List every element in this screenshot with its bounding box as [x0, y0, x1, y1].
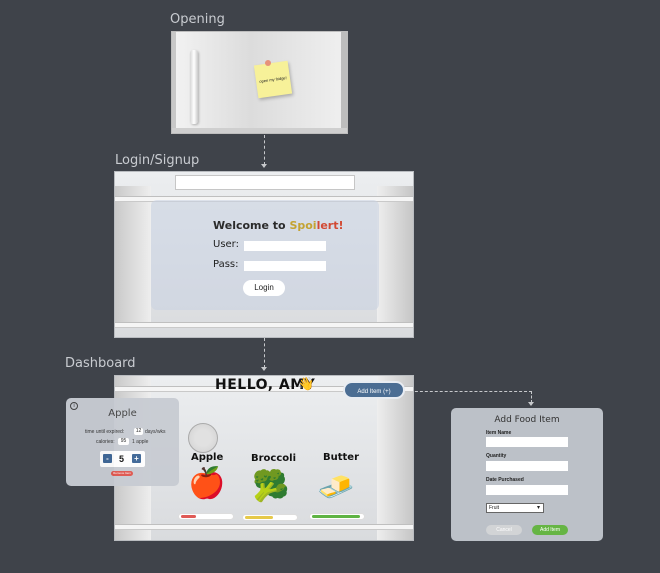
broccoli-icon[interactable]: 🥦	[252, 470, 290, 503]
pass-label: Pass:	[213, 259, 239, 270]
apple-icon[interactable]: 🍎	[188, 467, 226, 500]
fridge-shelf	[115, 386, 413, 392]
quantity-label: Quantity	[486, 453, 507, 459]
freshness-fill	[312, 515, 360, 518]
date-purchased-input[interactable]	[486, 485, 568, 495]
frame-label-login: Login/Signup	[115, 153, 200, 168]
fridge-handle[interactable]	[190, 50, 198, 124]
freshness-bar-apple	[178, 513, 234, 520]
food-name-broccoli: Broccoli	[251, 453, 297, 464]
frame-label-opening: Opening	[170, 12, 225, 27]
info-icon[interactable]: i	[70, 402, 78, 410]
freshness-bar-broccoli	[242, 514, 298, 521]
fridge-wall-right	[377, 376, 413, 540]
fridge-top-light	[175, 175, 355, 190]
user-label: User:	[213, 239, 239, 250]
arrow-down-icon	[261, 367, 267, 371]
login-panel: Welcome to Spoilert! User: Pass: Login	[151, 200, 379, 310]
add-item-button[interactable]: Add Item (+)	[343, 381, 405, 399]
expire-unit: days/wks	[145, 429, 166, 435]
arrow-down-icon	[261, 164, 267, 168]
decrement-button[interactable]: -	[103, 454, 112, 463]
add-food-title: Add Food Item	[494, 415, 560, 425]
quantity-value: 5	[119, 454, 125, 464]
door-edge	[172, 32, 176, 133]
arrow-down-icon	[528, 402, 534, 406]
fridge-shelf	[115, 524, 413, 530]
sticky-note[interactable]: open my fridge!	[253, 60, 293, 99]
flow-connector-add-item-down	[531, 391, 532, 403]
category-selected-value: Fruit	[489, 505, 499, 511]
add-item-submit-button[interactable]: Add Item	[532, 525, 568, 535]
welcome-title: Welcome to Spoilert!	[213, 219, 344, 232]
freshness-fill	[245, 516, 273, 519]
sticky-note-text: open my fridge!	[258, 75, 287, 84]
login-fridge-interior: Welcome to Spoilert! User: Pass: Login	[114, 171, 414, 338]
fridge-shelf	[115, 322, 413, 328]
password-input[interactable]	[244, 261, 326, 271]
door-edge	[341, 32, 347, 133]
username-input[interactable]	[244, 241, 326, 251]
date-purchased-label: Date Purchased	[486, 477, 524, 483]
cancel-button[interactable]: Cancel	[486, 525, 522, 535]
flow-connector-login-dashboard	[264, 338, 265, 368]
expire-label: time until expired:	[85, 429, 125, 435]
wave-icon: 👋	[298, 376, 315, 391]
remove-item-button[interactable]: Remove Item	[111, 471, 133, 476]
category-select[interactable]: Fruit ▾	[486, 503, 544, 513]
item-name-label: Item Name	[486, 430, 512, 436]
login-button[interactable]: Login	[243, 280, 285, 296]
door-bottom	[172, 128, 347, 133]
freshness-fill	[181, 515, 196, 518]
fridge-wall-right	[377, 186, 413, 326]
frame-label-dashboard: Dashboard	[65, 356, 136, 371]
fridge-wall-left	[115, 186, 151, 326]
apple-card-title: Apple	[108, 408, 137, 419]
fridge-door[interactable]: open my fridge!	[171, 31, 348, 134]
quantity-input[interactable]	[486, 461, 568, 471]
freshness-bar-butter	[309, 513, 365, 520]
item-name-input[interactable]	[486, 437, 568, 447]
increment-button[interactable]: +	[132, 454, 141, 463]
calories-label: calories:	[96, 439, 115, 445]
food-name-butter: Butter	[323, 452, 360, 463]
pushpin-icon	[265, 60, 271, 66]
apple-detail-card: i Apple time until expired: 12 days/wks …	[66, 398, 179, 486]
greeting-heading: HELLO, AMY	[215, 377, 316, 393]
plate-icon	[188, 423, 218, 453]
chevron-down-icon: ▾	[536, 505, 540, 511]
flow-connector-opening-login	[264, 135, 265, 165]
food-name-apple: Apple	[191, 452, 224, 463]
flow-connector-add-item	[405, 391, 532, 392]
butter-icon[interactable]: 🧈	[317, 471, 355, 504]
add-food-card: Add Food Item Item Name Quantity Date Pu…	[451, 408, 603, 541]
calories-unit: 1 apple	[132, 439, 149, 445]
calories-value[interactable]: 95	[118, 438, 129, 445]
expire-value[interactable]: 12	[134, 428, 143, 435]
